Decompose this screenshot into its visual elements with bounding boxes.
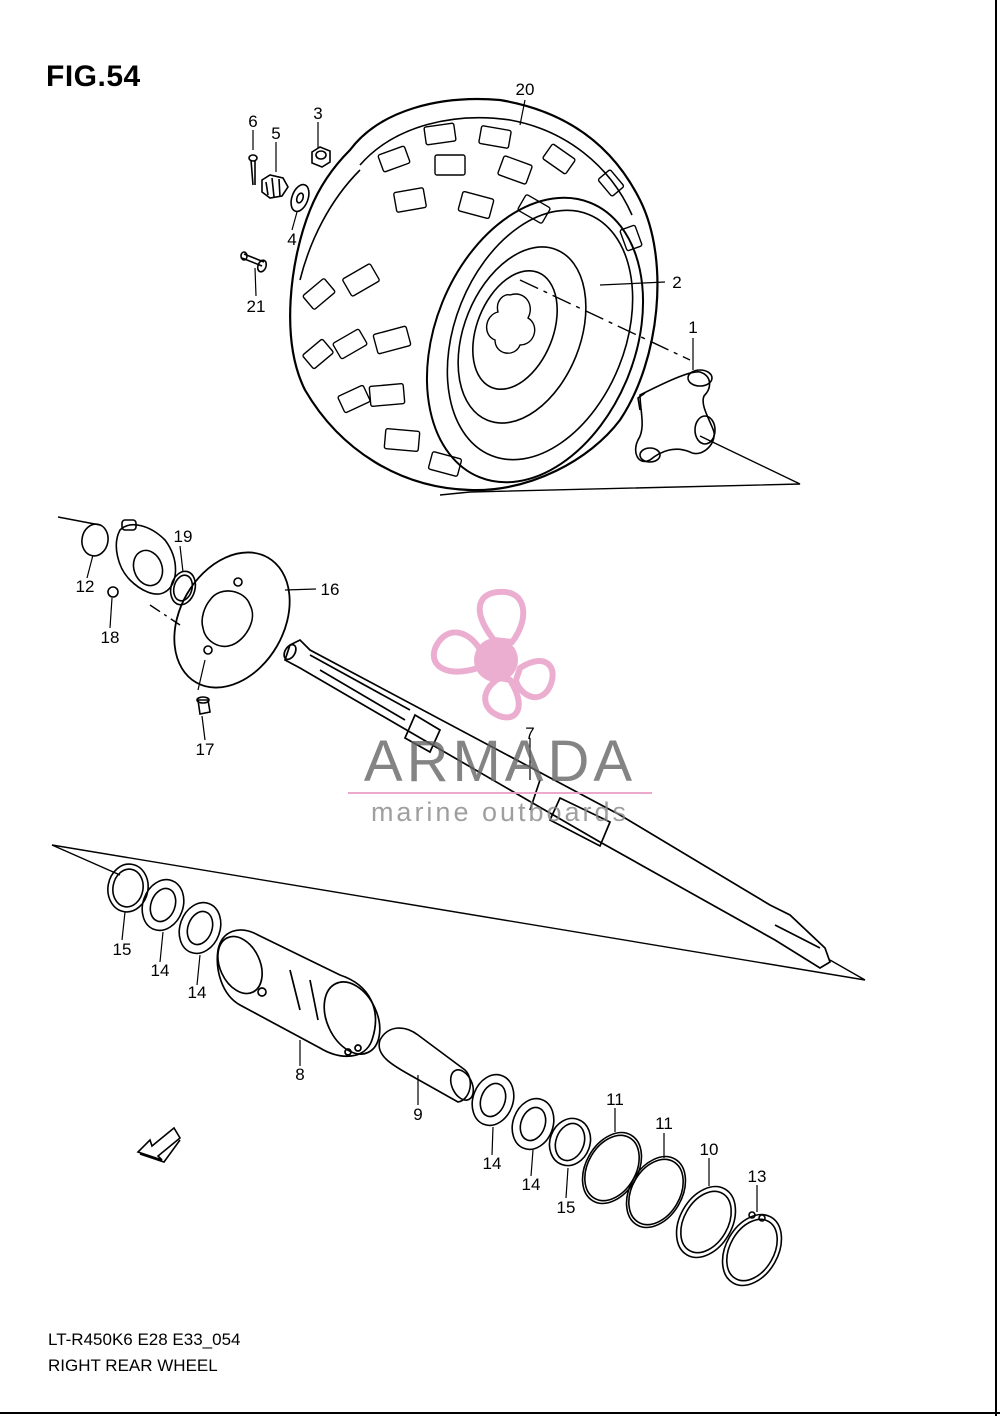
callout-2: 2 (672, 273, 682, 292)
watermark-tagline: marine outboards (370, 797, 630, 827)
watermark-rule (348, 792, 652, 794)
ring-10 (675, 1185, 737, 1259)
tread-blocks (302, 122, 643, 477)
leader-lines (86, 99, 758, 1212)
callout-12: 12 (75, 577, 95, 596)
bolt-17 (196, 696, 211, 715)
snap-ring-13 (721, 1211, 783, 1287)
callout-20: 20 (515, 80, 535, 99)
figure-title: FIG.54 (46, 60, 141, 93)
callout-14b: 14 (187, 983, 207, 1002)
callout-6: 6 (248, 112, 258, 131)
spacer-tube-9 (378, 1027, 475, 1103)
oring-19 (169, 570, 197, 606)
callout-11b: 11 (655, 1114, 673, 1133)
seal-15b (548, 1117, 592, 1167)
callout-19: 19 (173, 527, 193, 546)
watermark-brand: ARMADA (363, 729, 637, 794)
seal-15a (107, 863, 149, 913)
brake-disc-16 (173, 551, 291, 689)
callout-13: 13 (747, 1167, 767, 1186)
callout-3: 3 (313, 104, 323, 123)
frame-right-border (995, 0, 997, 1416)
callout-18: 18 (100, 628, 120, 647)
oring-12 (81, 523, 109, 557)
frame-bottom-border (0, 1412, 1000, 1414)
washer-4 (290, 183, 310, 213)
callout-16: 16 (320, 580, 340, 599)
callout-7: 7 (525, 724, 535, 743)
callout-5: 5 (271, 124, 281, 143)
callout-14c: 14 (482, 1154, 502, 1173)
callout-8: 8 (295, 1065, 305, 1084)
explode-plane-upper (439, 279, 801, 496)
callout-4: 4 (287, 230, 297, 249)
wheel-hub-1 (634, 369, 716, 463)
axle-housing-8 (216, 929, 381, 1058)
bearing-14c (471, 1073, 515, 1127)
axle-shaft-7 (283, 638, 832, 969)
callout-11a: 11 (606, 1090, 624, 1109)
bearing-14a (141, 878, 185, 932)
nut-3 (311, 146, 331, 168)
propeller-logo (430, 588, 556, 721)
stud-bolt-21 (240, 251, 268, 273)
oring-11b (625, 1155, 687, 1229)
cotter-pin-6 (248, 154, 258, 186)
bearing-14b (178, 901, 222, 955)
explode-plane-lower (51, 844, 866, 981)
tire-20 (289, 97, 659, 492)
callout-10: 10 (699, 1140, 719, 1159)
bearing-14d (511, 1097, 555, 1151)
fwd-arrow-icon (136, 1126, 182, 1163)
callout-15b: 15 (556, 1198, 576, 1217)
callout-1: 1 (688, 318, 698, 337)
callout-9: 9 (413, 1105, 423, 1124)
callout-14a: 14 (150, 961, 170, 980)
callout-17: 17 (195, 740, 215, 759)
figure-model-code: LT-R450K6 E28 E33_054 (48, 1330, 241, 1349)
callout-14d: 14 (521, 1175, 541, 1194)
rim-2 (425, 196, 645, 484)
castle-nut-5 (261, 174, 289, 199)
callout-21: 21 (246, 297, 266, 316)
figure-name: RIGHT REAR WHEEL (48, 1356, 218, 1375)
callout-15a: 15 (112, 940, 132, 959)
bearing-housing-18 (107, 519, 177, 598)
